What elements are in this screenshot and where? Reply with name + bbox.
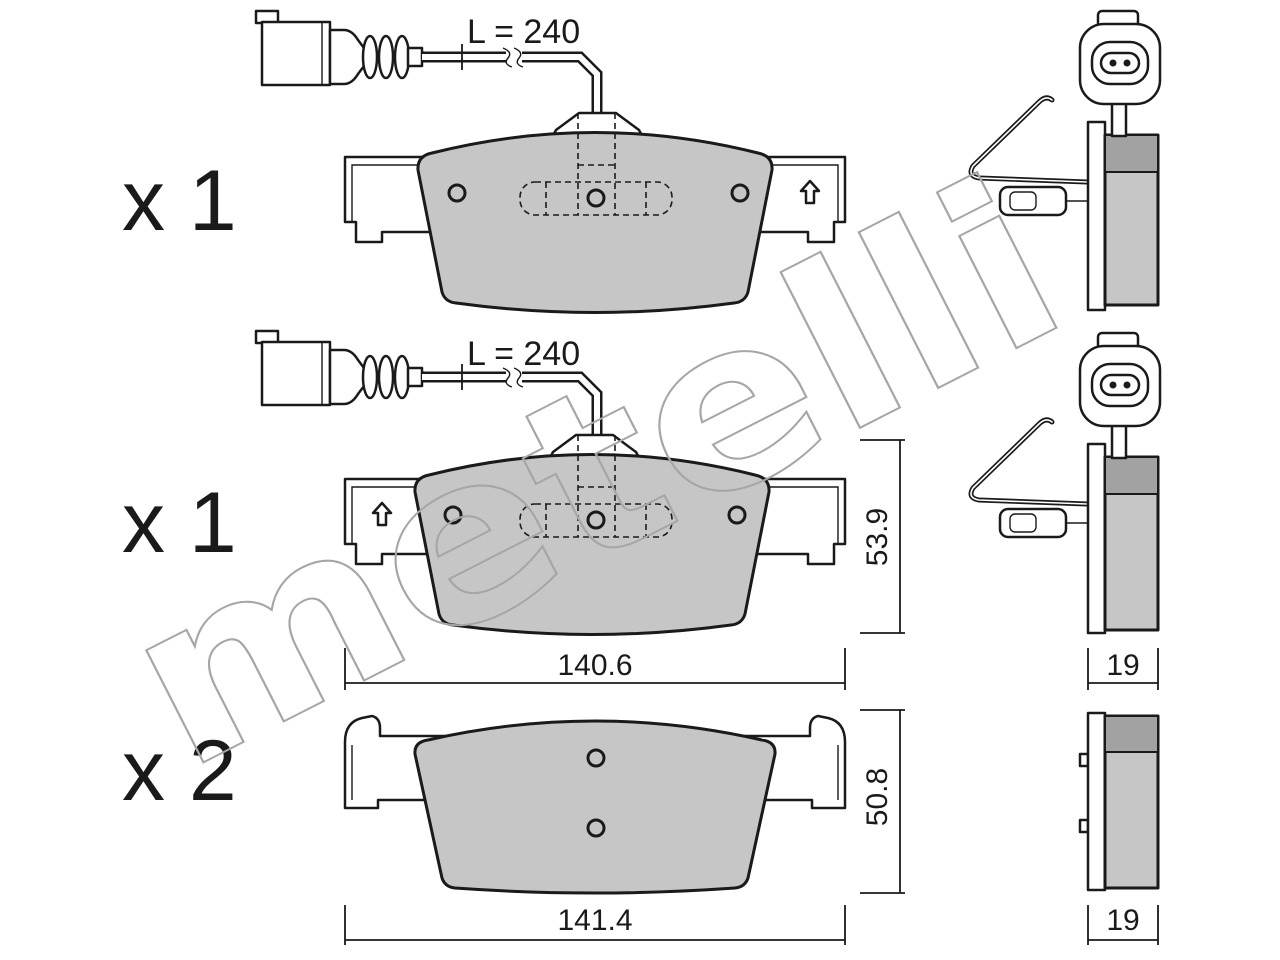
cable-sleeve (406, 46, 424, 68)
direction-arrow-icon (371, 501, 393, 527)
dimension-width-row-2: 140.6 (344, 648, 846, 690)
cable-wire-core (422, 54, 600, 126)
friction-material (416, 131, 774, 314)
pad-hole-center (586, 510, 606, 530)
pad-row-1-front-view (343, 111, 847, 314)
dimension-thickness-row-2: 19 (1087, 648, 1159, 690)
connector-body (260, 340, 332, 407)
cable-wire-core (422, 374, 600, 448)
pad-row-2-side-view (968, 331, 1162, 635)
connector-pin (1109, 381, 1117, 389)
retaining-spring-core (970, 419, 1088, 505)
sensor-clip-hidden-lines (545, 435, 647, 537)
sensor-clip-outline (519, 181, 673, 216)
connector-pin (1109, 59, 1117, 67)
cable-boot (328, 28, 366, 86)
backing-plate (1086, 711, 1107, 892)
dimension-height-label: 53.9 (861, 508, 894, 566)
friction-underlayer (1104, 134, 1159, 173)
backing-plate-edge (351, 164, 839, 222)
pad-hole-left (447, 183, 467, 203)
direction-arrow-icon (799, 179, 821, 205)
pad-row-1-side-view (968, 9, 1162, 312)
cable-bellow (377, 354, 395, 400)
pad-hole-upper (586, 748, 606, 768)
pad-row-3-side-view (1078, 711, 1160, 892)
cable-length-label: L = 240 (467, 13, 580, 51)
cable-length-label: L = 240 (467, 335, 580, 373)
backing-plate-edge (351, 745, 839, 800)
sensor-clip-inner (1009, 191, 1037, 211)
sensor-clip-outline (519, 503, 673, 538)
friction-underlayer (1104, 715, 1159, 753)
sensor-clip-inner (1009, 513, 1037, 533)
cable-wire (422, 51, 603, 126)
quantity-label-row-2: x 1 (122, 475, 237, 571)
connector-socket-inner (1099, 51, 1141, 75)
friction-material (413, 453, 771, 636)
cable-boot (328, 348, 366, 406)
friction-material (413, 719, 777, 895)
cable-break-mark (502, 47, 524, 68)
dimension-height-row-2: 53.9 (860, 439, 905, 634)
quantity-label-row-3: x 2 (122, 723, 237, 819)
pad-row-3-front-view (343, 714, 847, 895)
dimension-thickness-label: 19 (1106, 904, 1139, 937)
dimension-thickness-label: 19 (1106, 649, 1139, 682)
cable-bellow (377, 34, 395, 80)
dimension-width-label: 140.6 (557, 649, 632, 682)
pad-hole-right (727, 505, 747, 525)
cable-bellow (361, 354, 379, 400)
sensor-neck (1110, 420, 1128, 460)
backing-plate (1086, 442, 1107, 635)
wear-sensor-cable-row-2: L = 240 (254, 329, 603, 448)
wear-sensor-clip-hidden (519, 435, 673, 538)
connector-pin (1123, 381, 1131, 389)
dimension-height-row-3: 50.8 (860, 709, 905, 894)
sensor-clip-hidden-lines (545, 113, 647, 215)
connector-pin (1123, 59, 1131, 67)
cable-sleeve (406, 366, 424, 388)
cable-bellow (361, 34, 379, 80)
retaining-spring-core (970, 97, 1088, 183)
wear-sensor-clip-hidden (519, 113, 673, 216)
backing-plate-edge (351, 486, 839, 544)
pad-row-2-front-view (343, 433, 847, 636)
sensor-neck (1110, 98, 1128, 138)
connector-socket-inner (1099, 373, 1141, 397)
backing-plate (1086, 120, 1107, 312)
wear-sensor-cable-row-1: L = 240 (254, 9, 603, 126)
pad-hole-left (443, 505, 463, 525)
pad-hole-right (730, 183, 750, 203)
retaining-spring (968, 417, 1090, 507)
pad-hole-lower (586, 818, 606, 838)
dimension-width-row-3: 141.4 (344, 904, 846, 945)
dimension-width-label: 141.4 (557, 904, 632, 937)
dimension-thickness-row-3: 19 (1087, 904, 1159, 945)
friction-underlayer (1104, 456, 1159, 495)
pad-hole-center (586, 188, 606, 208)
quantity-label-row-1: x 1 (122, 153, 237, 249)
dimension-height-label: 50.8 (861, 768, 894, 826)
cable-break-mark (502, 367, 524, 388)
connector-body (260, 20, 332, 87)
